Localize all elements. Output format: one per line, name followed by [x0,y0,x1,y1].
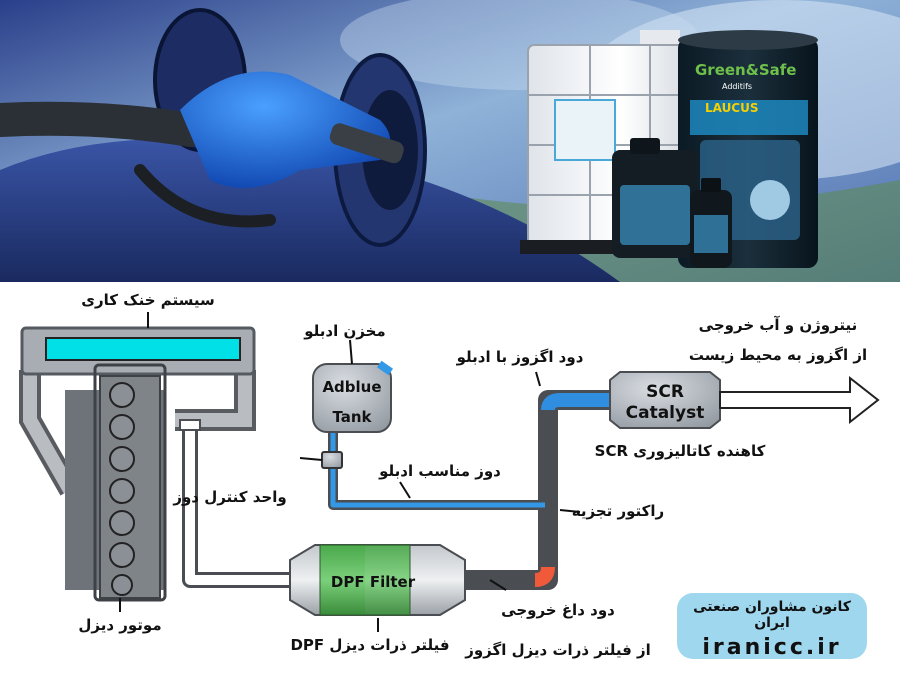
hot-exhaust-label-2: از فیلتر ذرات دیزل اگزوز [464,641,651,659]
hot-exhaust-pipe [465,400,610,580]
output-label-1: نیتروژن و آب خروجی [699,316,858,334]
dosing-unit-label: واحد کنترل دوز [172,488,286,506]
dpf-box-label: DPF Filter [331,573,416,591]
scr-catalyst-label: کاهنده کاتالیزوری SCR [595,442,766,460]
dose-adblue-label: دوز مناسب ادبلو [378,462,501,480]
output-arrow [720,378,878,422]
logo-text: Green&Safe [695,61,796,79]
product-bottle [690,178,732,268]
scr-box-label-2: Catalyst [626,403,705,423]
scr-box-label-1: SCR [646,382,684,402]
diesel-engine-label: موتور دیزل [78,616,161,634]
product-jerrycan [612,138,697,258]
badge-title: کانون مشاوران صنعتی ایران [677,599,867,631]
hero-photo: Green&Safe Additifs LAUCUS [0,0,900,282]
exhaust-with-adblue-label: دود اگزوز با ادبلو [456,348,584,366]
cooling-system-label: سیستم خنک کاری [81,291,215,309]
adblue-tank-label: مخزن ادبلو [303,322,385,340]
dpf-label: فیلتر ذرات دیزل DPF [290,636,449,654]
adblue-box-label-1: Adblue [322,378,381,396]
product-name: LAUCUS [705,101,759,115]
logo-subtext: Additifs [722,82,752,91]
cooling-radiator [46,338,240,360]
hot-exhaust-label-1: دود داغ خروجی [501,601,615,619]
adblue-box-label-2: Tank [332,408,372,426]
dosing-control-unit [322,452,342,468]
output-label-2: از اگزوز به محیط زیست [689,346,867,364]
decomposition-reactor-label: راکتور تجزیه [572,502,664,520]
badge-url[interactable]: iranicc.ir [677,635,867,660]
branding-badge: کانون مشاوران صنعتی ایران iranicc.ir [677,593,867,659]
diesel-engine [65,365,165,600]
